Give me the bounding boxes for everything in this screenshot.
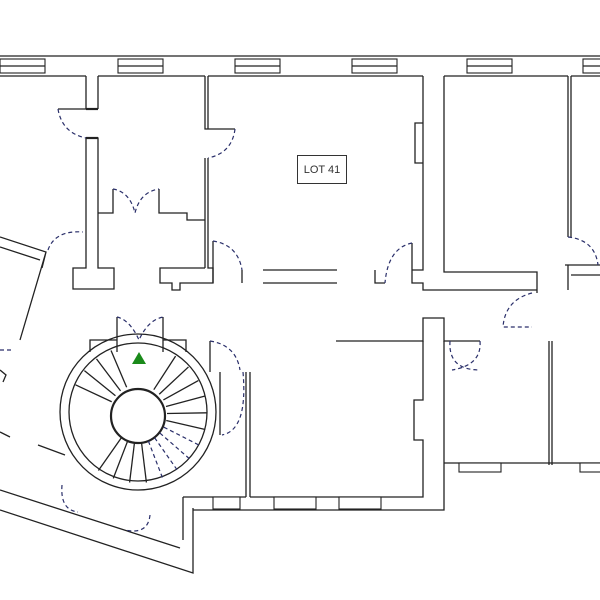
- stair-tread: [163, 379, 199, 401]
- stair-tread: [112, 440, 129, 479]
- stair-tread: [163, 426, 200, 446]
- stair-tread: [165, 395, 205, 408]
- stair-tread: [153, 355, 177, 391]
- stair-tread: [166, 419, 206, 431]
- interior-walls-upper: [0, 76, 600, 341]
- lot-label: LOT 41: [297, 155, 347, 184]
- location-marker-icon: [132, 352, 146, 364]
- stair-tread: [158, 366, 189, 395]
- door-swings-lower: [0, 340, 481, 532]
- stair-tread: [83, 370, 116, 397]
- stair-tread: [166, 412, 208, 415]
- top-facade-wall: [0, 55, 600, 77]
- top-windows: [0, 58, 600, 74]
- stair-tread: [159, 432, 191, 460]
- stair-tread: [97, 437, 122, 471]
- stair-tread: [110, 350, 128, 388]
- door-swings-upper: [47, 108, 599, 328]
- bottom-windows: [212, 462, 600, 510]
- stair-tread: [154, 437, 179, 471]
- stair-tread: [95, 358, 122, 392]
- interior-walls-lower: [0, 317, 600, 574]
- spiral-staircase: [59, 316, 217, 491]
- stair-tread: [140, 442, 148, 483]
- stair-tread: [128, 442, 136, 483]
- stair-tread: [75, 384, 112, 403]
